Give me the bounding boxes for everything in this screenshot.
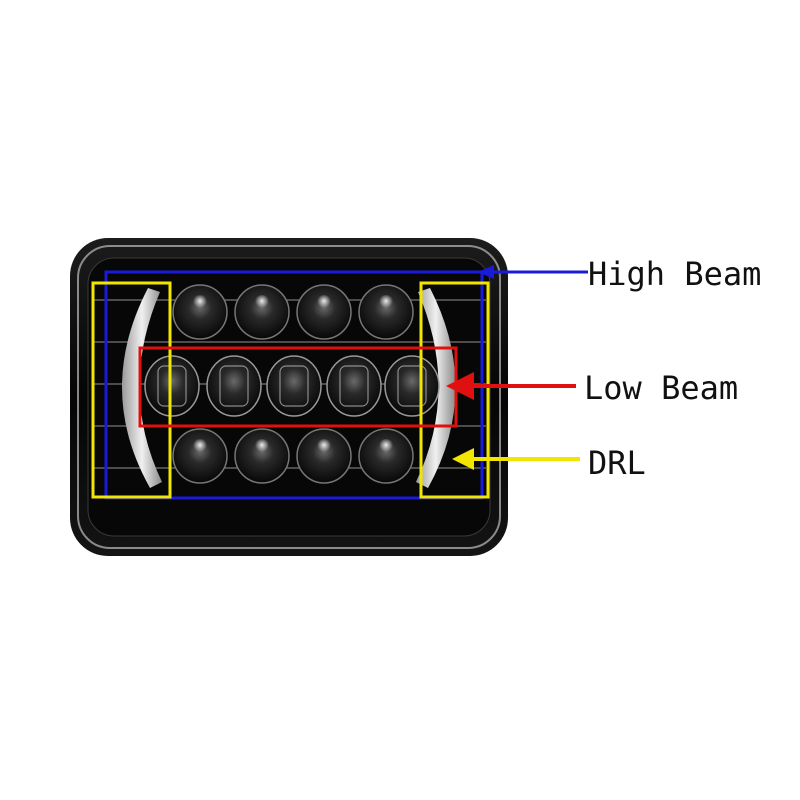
- led-lens: [172, 428, 228, 484]
- led-lens: [234, 428, 290, 484]
- drl-box-right: [419, 281, 490, 499]
- led-row-bottom: [172, 428, 414, 484]
- led-lens: [358, 284, 414, 340]
- high-beam-label: High Beam: [588, 255, 762, 293]
- led-row-top: [172, 284, 414, 340]
- led-projector: [206, 355, 262, 417]
- led-projector: [326, 355, 382, 417]
- low-beam-callout: [138, 346, 576, 428]
- drl-strip-right: [416, 288, 456, 488]
- drl-strip-left: [121, 288, 162, 488]
- led-lens: [358, 428, 414, 484]
- led-lens: [296, 428, 352, 484]
- led-projector: [384, 355, 440, 417]
- drl-box-left: [91, 281, 172, 499]
- low-beam-label: Low Beam: [584, 369, 739, 407]
- led-lens: [234, 284, 290, 340]
- drl-callout: [91, 281, 580, 499]
- led-projector: [266, 355, 322, 417]
- led-lens: [172, 284, 228, 340]
- led-lens: [296, 284, 352, 340]
- led-projector: [144, 355, 200, 417]
- drl-label: DRL: [588, 444, 646, 482]
- led-row-middle: [144, 355, 440, 417]
